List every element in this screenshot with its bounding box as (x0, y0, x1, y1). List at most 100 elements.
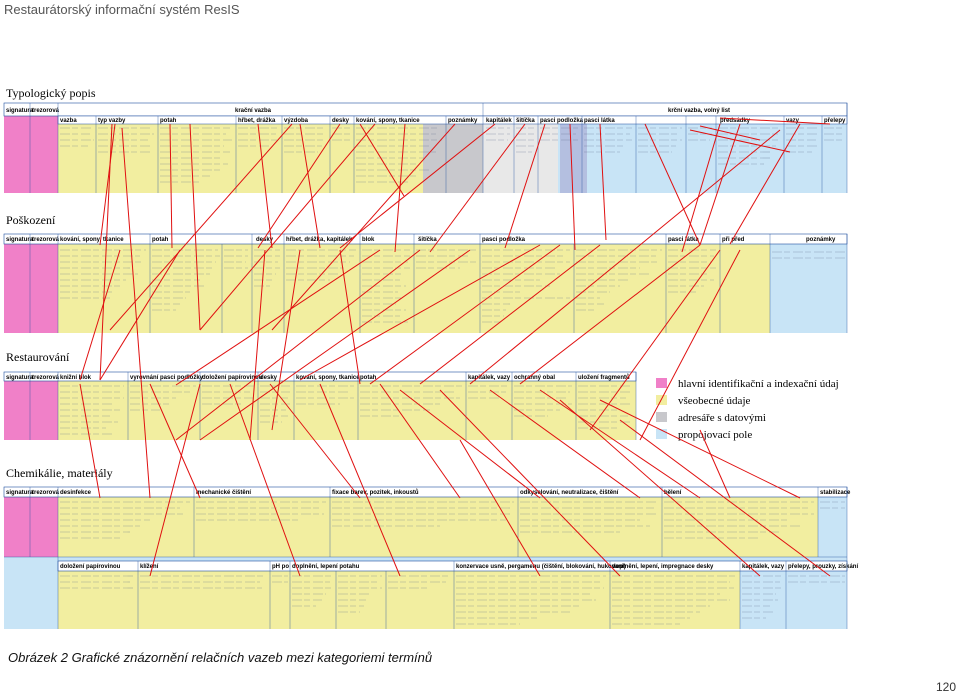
relation-line (569, 123, 576, 251)
relation-line (699, 429, 731, 499)
relation-line (469, 244, 641, 385)
relation-line (199, 123, 376, 331)
relation-line (419, 244, 601, 385)
relation-line (121, 127, 151, 499)
section-restaurovani: Restaurování signatura trezorová knižní … (3, 350, 637, 440)
relation-line (299, 244, 541, 381)
header-cell: trezorová (32, 237, 60, 243)
relation-line (644, 123, 701, 246)
section-title: Restaurování (6, 350, 70, 364)
cell-content (60, 127, 845, 183)
header-cell: výzdoba (284, 118, 309, 124)
directory-area (483, 117, 558, 193)
header-cell: trezorová (32, 375, 60, 381)
relation-line (79, 383, 101, 499)
header-cell: mechanické čištění (196, 490, 251, 496)
header-cell: předsádky (720, 118, 751, 124)
relation-line (299, 123, 321, 249)
relation-line (99, 123, 116, 246)
signature-column (4, 487, 58, 557)
relation-line (719, 117, 831, 125)
relation-line (459, 439, 541, 577)
cell-content (60, 249, 845, 323)
header-cell: blok (362, 237, 375, 243)
header-cell: přelepy (824, 118, 846, 124)
header-cell: bělení (664, 490, 682, 496)
header-cell: trezorová (32, 490, 60, 496)
relation-line (189, 123, 201, 331)
relation-line (339, 249, 361, 385)
relation-line (559, 399, 761, 577)
legend-label: všeobecné údaje (678, 395, 750, 407)
relation-lines (79, 117, 831, 577)
header-cell: trezorová (32, 108, 60, 114)
signature-column (4, 234, 58, 333)
header-cell: kování, spony, tkanice (60, 237, 124, 243)
header-cell: kapitálek (486, 118, 512, 124)
relation-line (169, 123, 173, 249)
header-cell: pH po (272, 564, 289, 570)
figure-caption: Obrázek 2 Grafické znázornění relačních … (8, 650, 433, 665)
relation-line (109, 123, 293, 331)
relation-line (504, 123, 546, 249)
relation-line (729, 123, 801, 245)
header-cell: desinfekce (60, 490, 92, 496)
header-cell: hřbet, drážka, kapitálek (286, 237, 353, 243)
relation-line (149, 383, 201, 499)
column-lines (29, 234, 848, 333)
relation-line (359, 123, 405, 197)
header-row (3, 486, 848, 498)
relation-line (394, 123, 406, 253)
header-cell: vazy (786, 118, 800, 124)
relation-line (699, 123, 741, 246)
relation-line (257, 123, 341, 249)
column-lines (29, 103, 848, 193)
header-cell: poznámky (806, 237, 836, 243)
relation-line (519, 244, 701, 385)
section-typologicky-popis: Typologický popis signatura trezorová kr… (3, 86, 848, 193)
header-cell: kování, spony, tkanice (356, 118, 420, 124)
section-title: Typologický popis (6, 86, 96, 100)
relation-line (99, 249, 181, 381)
page-number: 120 (935, 680, 956, 694)
header-cell: šitíčka (418, 237, 437, 243)
header-cell: kapitálek, vazy (468, 375, 511, 381)
header-row (57, 560, 848, 572)
header-cell: hřbet, drážka (238, 118, 276, 124)
signature-column (4, 103, 58, 193)
header-cell: pasci látka (668, 237, 699, 243)
header-cell: typ vazby (98, 118, 126, 124)
header-cell: desky (256, 237, 274, 243)
relation-line (681, 123, 721, 253)
header-cell: doložení papírovinou (202, 375, 263, 381)
relation-line (639, 249, 741, 441)
header-cell: potah (360, 375, 377, 381)
legend-swatch (656, 378, 667, 388)
relation-line (539, 389, 701, 499)
header-cell: vazba (60, 118, 77, 124)
header-cell: pasci podložka (540, 118, 584, 124)
relation-line (175, 249, 421, 441)
header-cell: doplnění, lepení potahu (292, 564, 360, 570)
relation-line (619, 419, 831, 577)
header-cell: stabilizace (820, 490, 851, 496)
header-cell: desky (260, 375, 278, 381)
relation-line (271, 249, 301, 431)
general-data-area (58, 381, 636, 440)
app-title: Restaurátorský informační systém ResIS (4, 2, 240, 17)
relation-line (599, 399, 801, 499)
highlight-column (560, 117, 587, 193)
relation-line (489, 389, 641, 499)
header-cell: pasci podložka (482, 237, 526, 243)
section-title: Chemikálie, materiály (6, 466, 113, 480)
legend-label: propojovací pole (678, 429, 752, 441)
relation-line (379, 383, 461, 499)
header-cell: signatura (6, 490, 34, 496)
relation-line (175, 249, 381, 386)
header-cell: vyrovnání pasci podložky (130, 375, 204, 381)
relation-line (599, 123, 607, 241)
section-chemikalie-materialy: Chemikálie, materiály signatura trezorov… (3, 466, 858, 629)
header-cell: signatura (6, 108, 34, 114)
section-title: Poškození (6, 213, 56, 227)
